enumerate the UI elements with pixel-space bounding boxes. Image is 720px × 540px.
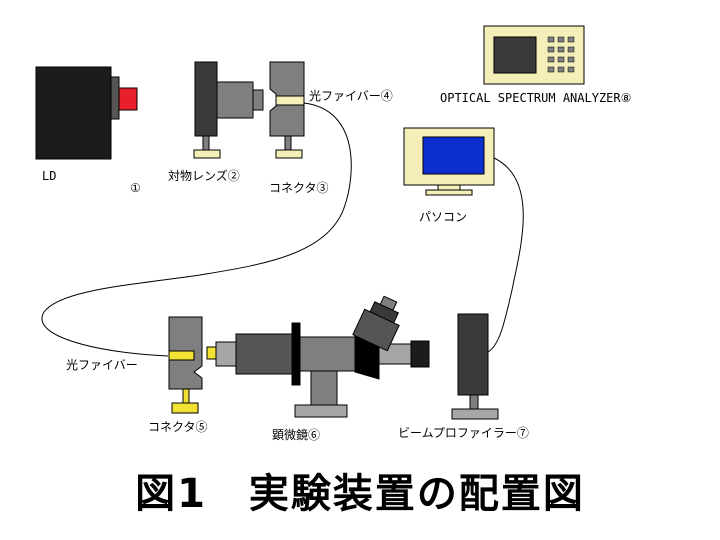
optical-spectrum-analyzer (483, 25, 585, 85)
microscope-label: 顕微鏡⑥ (272, 428, 321, 442)
fiber-4-label: 光ファイバー④ (309, 89, 393, 103)
pc-monitor (403, 127, 495, 196)
ld-label: LD (42, 169, 57, 183)
pc-to-profiler-cable (487, 157, 524, 353)
figure-title: 図1 実験装置の配置図 (135, 471, 585, 517)
pc-label: パソコン (419, 210, 468, 224)
optical-fiber-cable (41, 102, 352, 357)
objective-lens-label: 対物レンズ② (168, 169, 240, 183)
laser-diode (35, 66, 138, 160)
objective-lens (193, 61, 264, 159)
connector-5 (168, 316, 203, 414)
osa-label: OPTICAL SPECTRUM ANALYZER⑧ (440, 91, 632, 105)
ld-number-label: ① (130, 181, 141, 195)
fiber-lower-label: 光ファイバー (66, 358, 138, 372)
beam-profiler-label: ビームプロファイラー⑦ (398, 426, 529, 440)
connector-3 (269, 61, 305, 159)
connector-5-label: コネクタ⑤ (148, 420, 208, 434)
beam-profiler (451, 313, 499, 420)
microscope (206, 295, 430, 418)
connector-3-label: コネクタ③ (269, 181, 329, 195)
